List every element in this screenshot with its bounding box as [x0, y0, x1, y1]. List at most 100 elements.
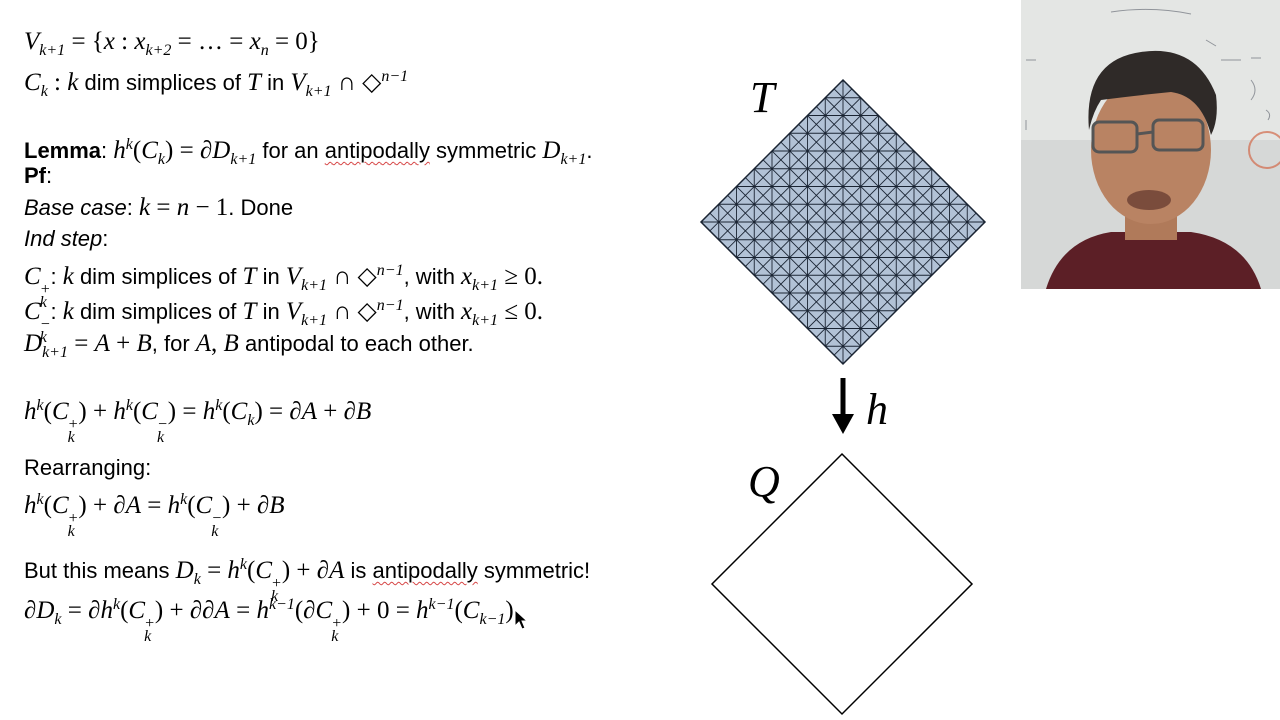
math-sup: n−1 — [381, 68, 409, 85]
math: ) + ∂ — [78, 492, 126, 519]
pf-label: Pf — [24, 163, 46, 188]
math-sub: k — [156, 429, 165, 446]
text: for an — [256, 138, 325, 163]
label-h: h — [866, 385, 888, 434]
math: ) = ∂ — [165, 137, 213, 164]
math-sup: k−1 — [268, 596, 295, 613]
math: A — [94, 330, 110, 357]
math-supsub: +k — [39, 282, 51, 311]
math: ( — [454, 597, 463, 624]
math-sup: k — [125, 397, 133, 414]
label-t: T — [750, 73, 775, 122]
math-sub: k — [193, 571, 201, 588]
math-sub: k — [211, 523, 219, 540]
grid-line — [701, 80, 702, 364]
math: h — [24, 398, 37, 425]
math-sub: k+1 — [472, 312, 499, 329]
math: x — [134, 28, 146, 55]
base-case-label: Base case — [24, 195, 127, 220]
math-sup: + — [144, 615, 155, 632]
math: C — [255, 557, 273, 584]
ind-step-label: Ind step — [24, 226, 103, 251]
math: , — [211, 330, 224, 357]
math: ) + ∂ — [222, 492, 270, 519]
math-sup: − — [211, 510, 223, 527]
math: + ∂ — [317, 398, 356, 425]
math-sub: k — [157, 151, 166, 168]
math-sup: k — [36, 491, 44, 508]
proof-label: Pf: — [24, 161, 52, 191]
math: k — [138, 194, 151, 221]
math: ) + ∂∂ — [154, 597, 215, 624]
math: x — [249, 28, 261, 55]
math: = — [140, 492, 168, 519]
math: ≤ 0. — [498, 298, 544, 325]
math: ( — [43, 398, 52, 425]
text: : — [50, 299, 63, 324]
lemma: Lemma: hk(Ck) = ∂Dk+1 for an antipodally… — [24, 130, 592, 175]
math-sub: n — [260, 42, 269, 59]
math: n — [176, 194, 190, 221]
math-supsub: +k — [67, 416, 79, 446]
math: T — [242, 298, 257, 325]
math: = — [150, 194, 177, 221]
math: ) = — [167, 398, 203, 425]
equation-boundary: ∂Dk = ∂hk(C+k) + ∂∂A = hk−1(∂C+k) + 0 = … — [24, 590, 520, 645]
math: ) + — [78, 398, 114, 425]
math: ( — [187, 492, 196, 519]
equation-sum: hk(C+k) + hk(C−k) = hk(Ck) = ∂A + ∂B — [24, 391, 371, 446]
math: h — [167, 492, 181, 519]
triangulated-diamond-t — [699, 78, 987, 366]
definition-v: Vk+1 = {x : xk+2 = … = xn = 0} — [24, 27, 320, 66]
math: ∩ ◇ — [331, 69, 382, 96]
text: , for — [151, 331, 196, 356]
math: A — [195, 330, 212, 357]
math: A — [329, 557, 345, 584]
math: h — [416, 597, 429, 624]
math: : — [114, 28, 135, 55]
math-sup: + — [67, 416, 79, 433]
presenter-video-icon — [1021, 0, 1280, 289]
text: : — [102, 226, 109, 251]
math-sub: k+1 — [560, 151, 587, 168]
base-case: Base case: k = n − 1. Done — [24, 193, 293, 223]
math: V — [285, 263, 302, 290]
math-sub: k+1 — [305, 83, 332, 100]
math-sup: k — [215, 397, 223, 414]
math-sup: k — [112, 596, 121, 613]
math: ≥ 0. — [498, 263, 544, 290]
math-supsub: −k — [211, 510, 223, 540]
math: C — [141, 137, 158, 164]
mouse-pointer-icon — [514, 609, 529, 630]
math-sub: k — [144, 628, 152, 645]
math-sub: k — [54, 611, 62, 628]
math-sup: k−1 — [428, 596, 455, 613]
math: B — [136, 330, 152, 357]
math-sub: k+1 — [301, 312, 327, 329]
text: antipodal to each other. — [238, 331, 474, 356]
rearranging-label: Rearranging: — [24, 453, 151, 483]
text: in — [256, 264, 286, 289]
math: ( — [43, 492, 52, 519]
math-sup: − — [39, 316, 51, 333]
math-sub: k−1 — [479, 611, 506, 628]
math: ( — [132, 137, 142, 164]
math: D — [36, 597, 55, 624]
text: , with — [403, 299, 462, 324]
math-sub: k — [67, 429, 75, 446]
text: . Done — [228, 195, 294, 220]
math-supsub: +k — [331, 616, 342, 645]
grid-line — [701, 80, 879, 364]
triangulation-lines — [701, 80, 985, 364]
math-sub: k — [39, 294, 47, 311]
math: ∩ ◇ — [327, 298, 377, 325]
text: : — [101, 138, 114, 163]
math: V — [285, 298, 302, 325]
math: C — [24, 69, 41, 96]
math-sub: k+1 — [301, 277, 327, 294]
text: is — [344, 558, 373, 583]
text: in — [256, 299, 286, 324]
text: But this means — [24, 558, 176, 583]
math: C — [195, 492, 213, 519]
d-decomposition: Dk+1 = A + B, for A, B antipodal to each… — [24, 329, 474, 368]
